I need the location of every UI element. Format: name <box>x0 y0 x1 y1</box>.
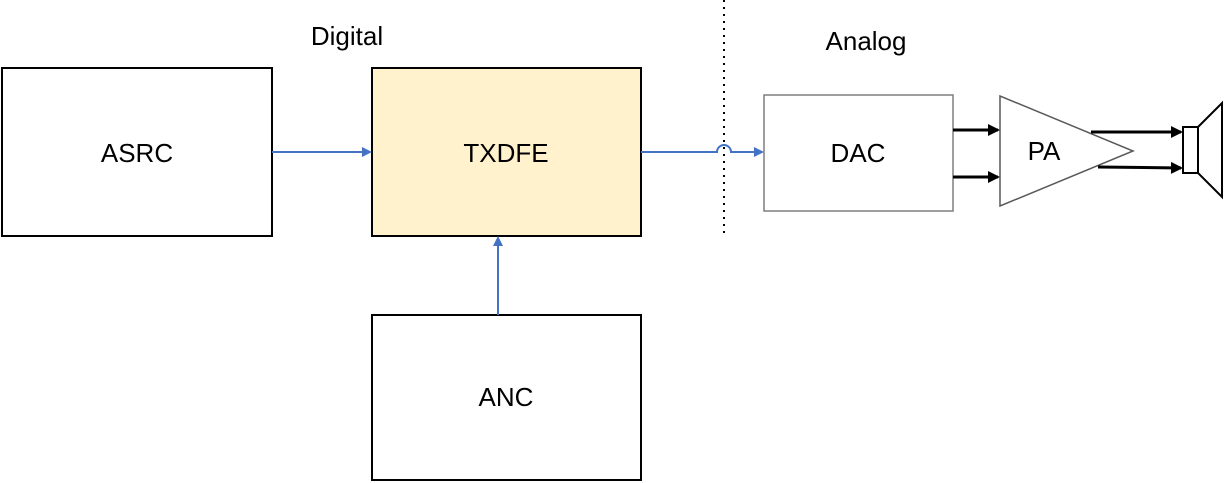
analog-section-label: Analog <box>826 26 907 56</box>
pa-label: PA <box>1028 136 1061 166</box>
anc-label: ANC <box>479 382 534 412</box>
anc-block: ANC <box>371 314 642 481</box>
pa-amplifier: PA <box>999 94 1135 208</box>
txdfe-label: TXDFE <box>463 138 548 168</box>
pa-to-speaker-arrow-bottom <box>1097 161 1183 174</box>
dac-label: DAC <box>831 138 886 168</box>
txdfe-to-dac-arrow <box>641 144 764 157</box>
txdfe-block: TXDFE <box>371 67 642 237</box>
asrc-block: ASRC <box>1 67 273 237</box>
asrc-label: ASRC <box>101 138 173 168</box>
digital-section-label: Digital <box>311 21 383 51</box>
speaker-icon <box>1182 100 1223 200</box>
dac-block: DAC <box>763 94 954 212</box>
